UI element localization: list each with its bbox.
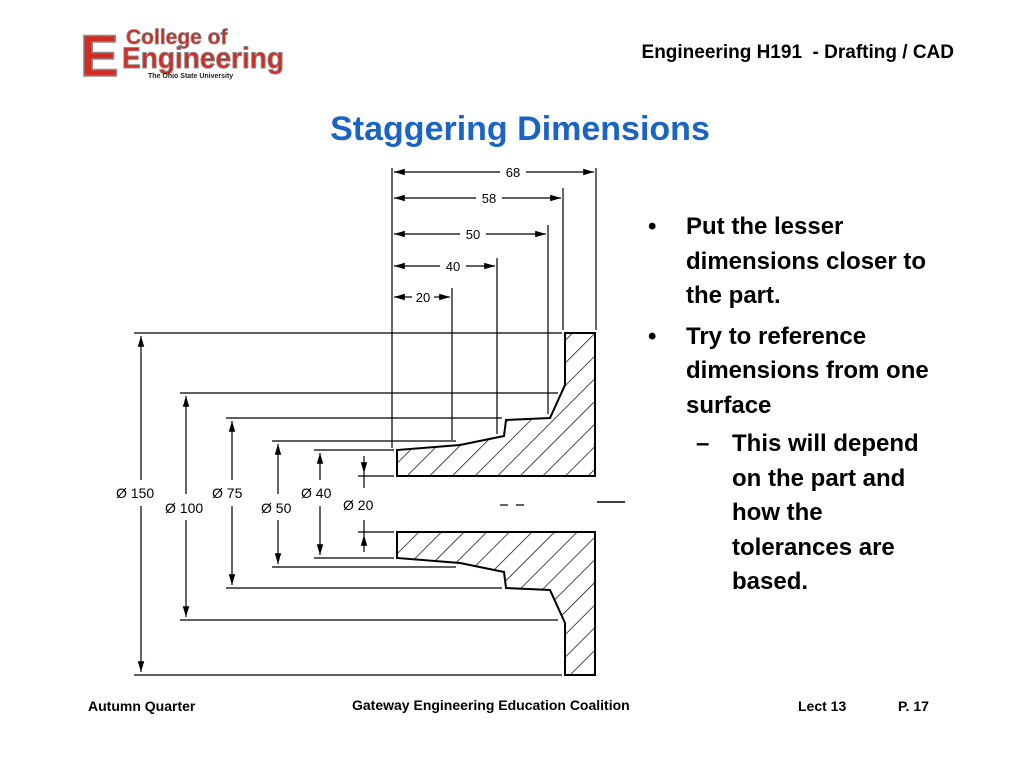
footer-lecture: Lect 13	[798, 698, 847, 714]
bullet-text: Try to reference dimensions from one sur…	[686, 322, 929, 419]
dim-label-50: 50	[466, 227, 480, 242]
footer-quarter: Autumn Quarter	[88, 698, 196, 714]
diameter-dimension-labels: Ø 150 Ø 100 Ø 75 Ø 50 Ø 40 Ø 20	[116, 485, 374, 516]
logo-college-of: College of	[126, 26, 229, 49]
bullet-item: • Put the lesser dimensions closer to th…	[648, 210, 948, 314]
dim-label-dia-40: Ø 40	[301, 485, 332, 501]
dim-label-68: 68	[506, 165, 520, 180]
part-lower-section	[396, 531, 596, 676]
dim-label-dia-150: Ø 150	[116, 485, 154, 501]
logo-university: The Ohio State University	[148, 73, 233, 80]
horizontal-dimension-labels: 68 58 50 40 20	[416, 165, 520, 305]
diameter-extension-lines	[134, 332, 562, 676]
dim-label-dia-50: Ø 50	[261, 500, 292, 516]
slide-title: Staggering Dimensions	[330, 110, 710, 148]
dim-label-dia-100: Ø 100	[165, 500, 203, 516]
logo-letter-e: E	[80, 24, 119, 84]
diameter-dimension-lines	[137, 336, 368, 672]
bullet-marker: •	[648, 213, 657, 240]
horizontal-extension-lines	[391, 168, 597, 448]
dim-label-20: 20	[416, 290, 430, 305]
dim-label-40: 40	[446, 259, 460, 274]
bullet-list: • Put the lesser dimensions closer to th…	[648, 210, 948, 606]
logo-engineering: Engineering	[122, 42, 284, 75]
dim-label-dia-20: Ø 20	[343, 497, 374, 513]
footer-coalition: Gateway Engineering Education Coalition	[352, 697, 630, 713]
footer-page: P. 17	[898, 698, 929, 714]
part-upper-section	[396, 332, 596, 477]
sub-bullet-list: – This will depend on the part and how t…	[686, 427, 948, 600]
bullet-text: Put the lesser dimensions closer to the …	[686, 213, 927, 309]
college-of-engineering-logo: E College of Engineering The Ohio State …	[79, 23, 284, 84]
horizontal-dimension-lines	[394, 168, 594, 301]
staggered-dimensions-drawing: 68 58 50 40 20 Ø 150	[116, 165, 625, 676]
course-title: Engineering H191 - Drafting / CAD	[641, 42, 954, 63]
bullet-marker: •	[648, 322, 657, 350]
sub-bullet-marker: –	[696, 430, 710, 457]
sub-bullet-item: – This will depend on the part and how t…	[686, 427, 948, 600]
dim-label-58: 58	[482, 191, 496, 206]
sub-bullet-text: This will depend on the part and how the…	[732, 430, 919, 595]
dim-label-dia-75: Ø 75	[212, 485, 243, 501]
bullet-item: • Try to reference dimensions from one s…	[648, 320, 948, 600]
